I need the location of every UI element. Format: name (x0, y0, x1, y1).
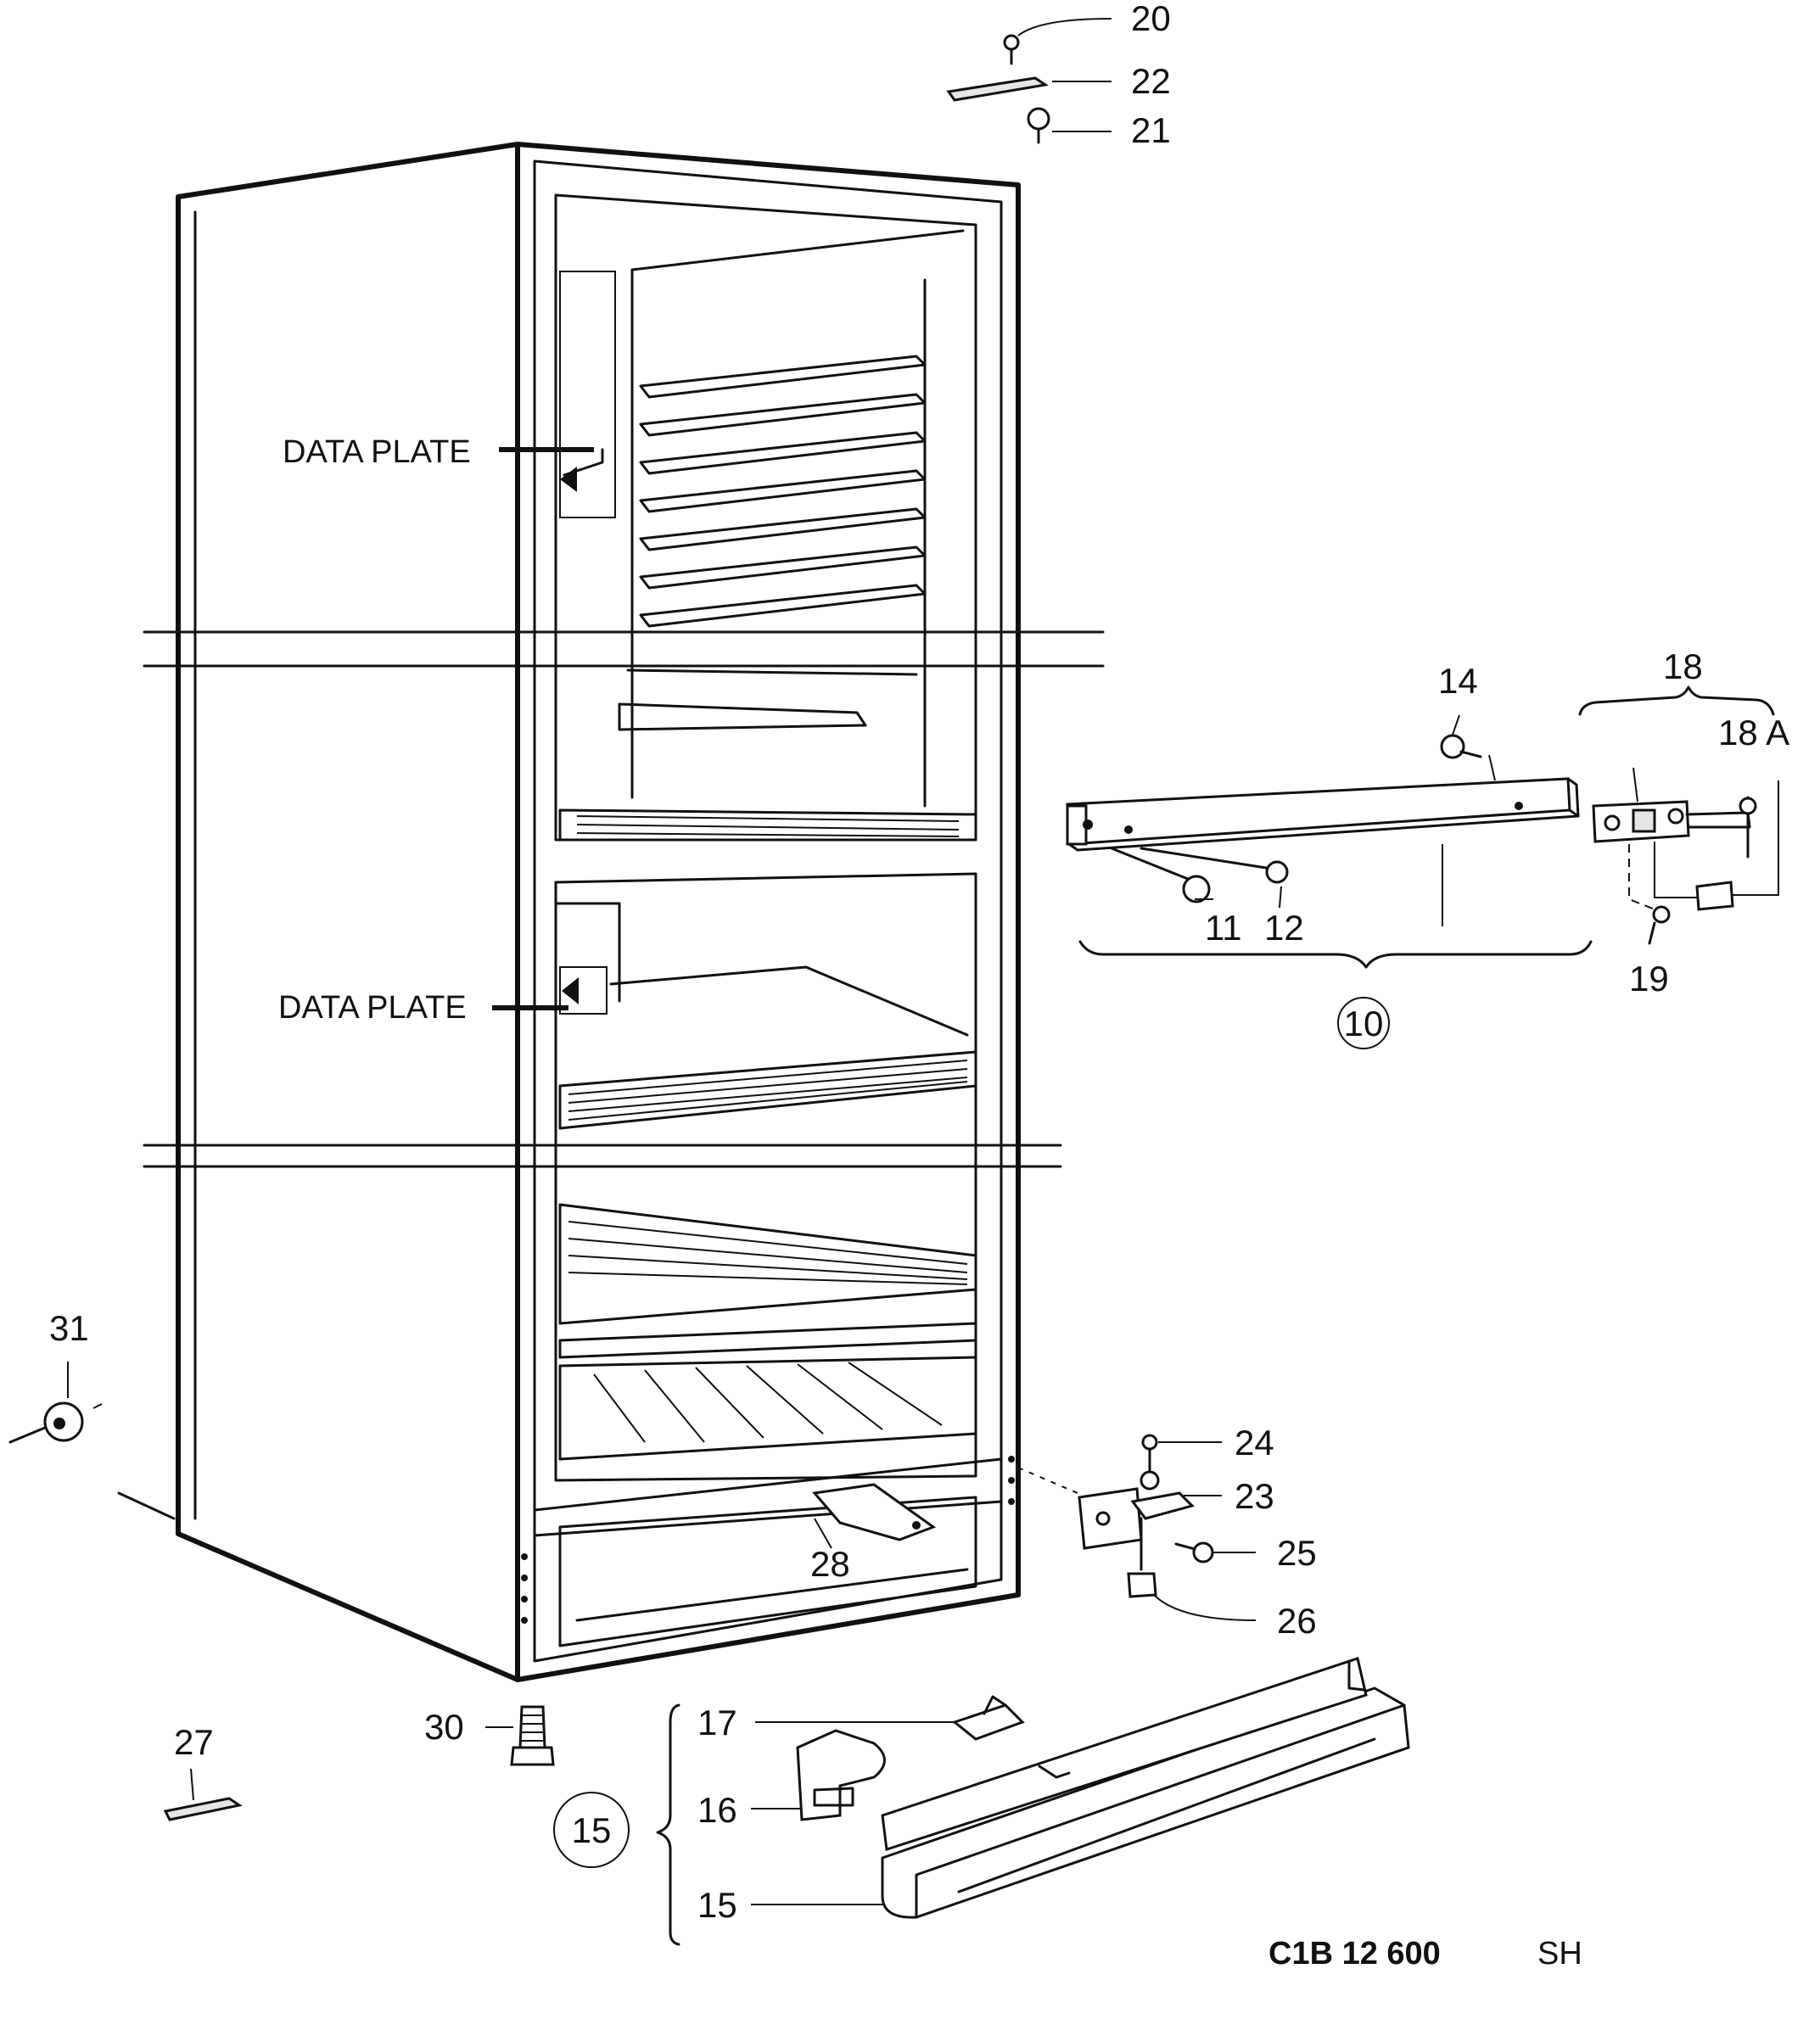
part-18a-stop (1695, 881, 1734, 911)
label-19: 19 (1629, 959, 1669, 998)
label-30: 30 (424, 1707, 464, 1747)
part-11-screw (1182, 875, 1211, 903)
label-20: 20 (1131, 0, 1171, 38)
part-12-screw (1265, 860, 1289, 884)
top-hinge-parts (946, 18, 1112, 144)
part-27-clip (163, 1768, 243, 1821)
label-26: 26 (1277, 1601, 1317, 1641)
door-handle-assembly (1066, 685, 1779, 969)
label-14: 14 (1438, 661, 1478, 701)
label-31: 31 (49, 1308, 89, 1348)
fresh-food-shelf-middle (558, 1203, 977, 1359)
part-15-kick-plate (881, 1686, 1410, 1919)
label-23: 23 (1235, 1476, 1274, 1516)
part-31-cap (8, 1362, 176, 1520)
label-27: 27 (174, 1722, 214, 1762)
fresh-food-bottom-rack (558, 1356, 977, 1461)
label-15-group: 15 (572, 1810, 612, 1850)
label-28: 28 (810, 1544, 850, 1584)
part-25-screw (1192, 1541, 1214, 1563)
part-24-pin (1140, 1470, 1160, 1491)
label-21: 21 (1131, 110, 1171, 150)
label-10: 10 (1344, 1004, 1384, 1043)
label-11: 11 (1205, 908, 1242, 948)
part-19-screw (1652, 905, 1671, 924)
frame-screw-holes (521, 1456, 1015, 1624)
label-18a: 18 A (1718, 713, 1789, 752)
label-18: 18 (1663, 646, 1703, 686)
lower-hinge-parts (1017, 1434, 1257, 1621)
part-26-nut (1127, 1572, 1157, 1598)
label-15: 15 (697, 1885, 737, 1925)
part-14-screw (1440, 734, 1465, 759)
drawing-code: C1B 12 600 (1268, 1936, 1441, 1972)
data-plate-lower-label: DATA PLATE (278, 990, 467, 1026)
part-17-clip (951, 1703, 1025, 1741)
freezer-evaporator-fins (639, 355, 927, 628)
label-22: 22 (1131, 61, 1171, 101)
drawing-suffix: SH (1537, 1936, 1582, 1972)
label-16: 16 (697, 1790, 737, 1830)
kick-plate-assembly (656, 1657, 1410, 1946)
part-30-leveling-foot (485, 1705, 555, 1766)
label-24: 24 (1235, 1423, 1274, 1463)
label-17: 17 (697, 1703, 737, 1742)
fresh-food-shelf-upper (558, 965, 977, 1130)
part-16-clip (796, 1729, 886, 1821)
cabinet-break-lines (143, 630, 1105, 1168)
label-15-circle (553, 1792, 630, 1868)
label-12: 12 (1264, 908, 1304, 948)
label-10-circle (1337, 997, 1390, 1049)
label-25: 25 (1277, 1533, 1317, 1573)
refrigerator-cabinet (143, 142, 1105, 1682)
data-plate-upper-label: DATA PLATE (283, 434, 471, 470)
part-22-top-hinge (946, 76, 1049, 102)
part-28-bracket (812, 1483, 937, 1549)
